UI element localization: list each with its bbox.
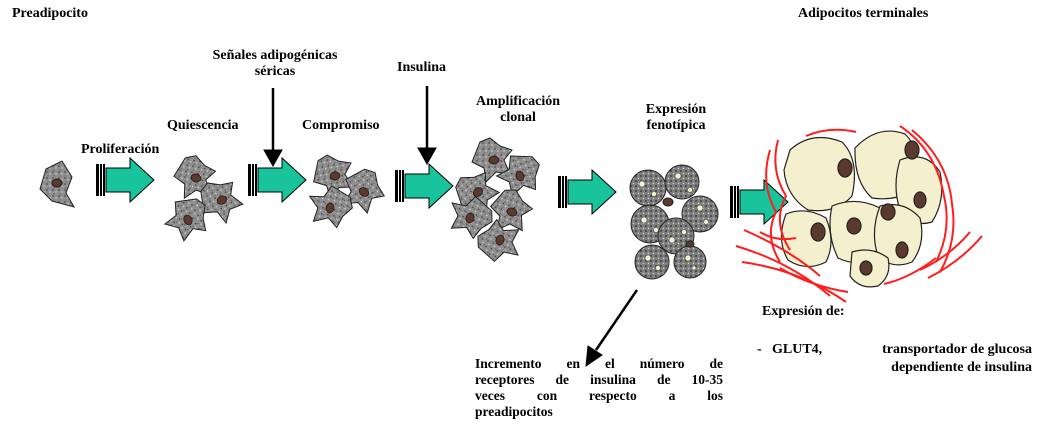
note-line2: receptores de insulina de 10-35: [475, 372, 723, 388]
phenotypic-expression-cells: [630, 165, 718, 279]
amplificacion-label: Amplificación clonal: [468, 94, 568, 126]
note-line1: Incremento en el número de: [475, 356, 723, 372]
amplificacion-line2: clonal: [468, 110, 568, 126]
glut4-desc-line2: dependiente de insulina: [846, 360, 1032, 376]
expresion-line2: fenotípica: [626, 118, 726, 134]
insulina-label: Insulina: [397, 60, 446, 76]
glut4-desc-line1: transportador de glucosa: [846, 342, 1032, 358]
expresion-de-bullet: -: [757, 342, 762, 358]
senales-label: Señales adipogénicas séricas: [186, 48, 364, 80]
commitment-cells: [305, 151, 392, 229]
preadipocyte-cell: [40, 161, 74, 207]
senales-arrow: [264, 88, 282, 166]
preadipocito-label: Preadipocito: [12, 6, 88, 22]
senales-line2: séricas: [186, 64, 364, 80]
clonal-amplification-cells: [443, 138, 547, 268]
quiescence-cells: [158, 153, 249, 247]
arrow-1: [96, 158, 154, 202]
proliferacion-label: Proliferación: [81, 142, 159, 158]
glut4-label: GLUT4,: [772, 342, 822, 358]
receptores-note: Incremento en el número de receptores de…: [475, 356, 723, 420]
senales-line1: Señales adipogénicas: [186, 48, 364, 64]
expresion-fenotipica-label: Expresión fenotípica: [626, 102, 726, 134]
expresion-line1: Expresión: [626, 102, 726, 118]
receptores-arrow: [586, 290, 637, 366]
amplificacion-line1: Amplificación: [468, 94, 568, 110]
insulina-arrow: [418, 86, 436, 164]
quiescencia-label: Quiescencia: [167, 118, 239, 134]
expresion-de-title: Expresión de:: [762, 304, 845, 320]
compromiso-label: Compromiso: [302, 118, 380, 134]
note-line3: veces con respecto a los: [475, 388, 723, 404]
adipocitos-terminales-label: Adipocitos terminales: [798, 6, 928, 22]
note-line4: preadipocitos: [475, 404, 723, 420]
arrow-4: [558, 170, 616, 214]
arrow-3: [395, 164, 453, 208]
arrow-2: [248, 158, 306, 202]
